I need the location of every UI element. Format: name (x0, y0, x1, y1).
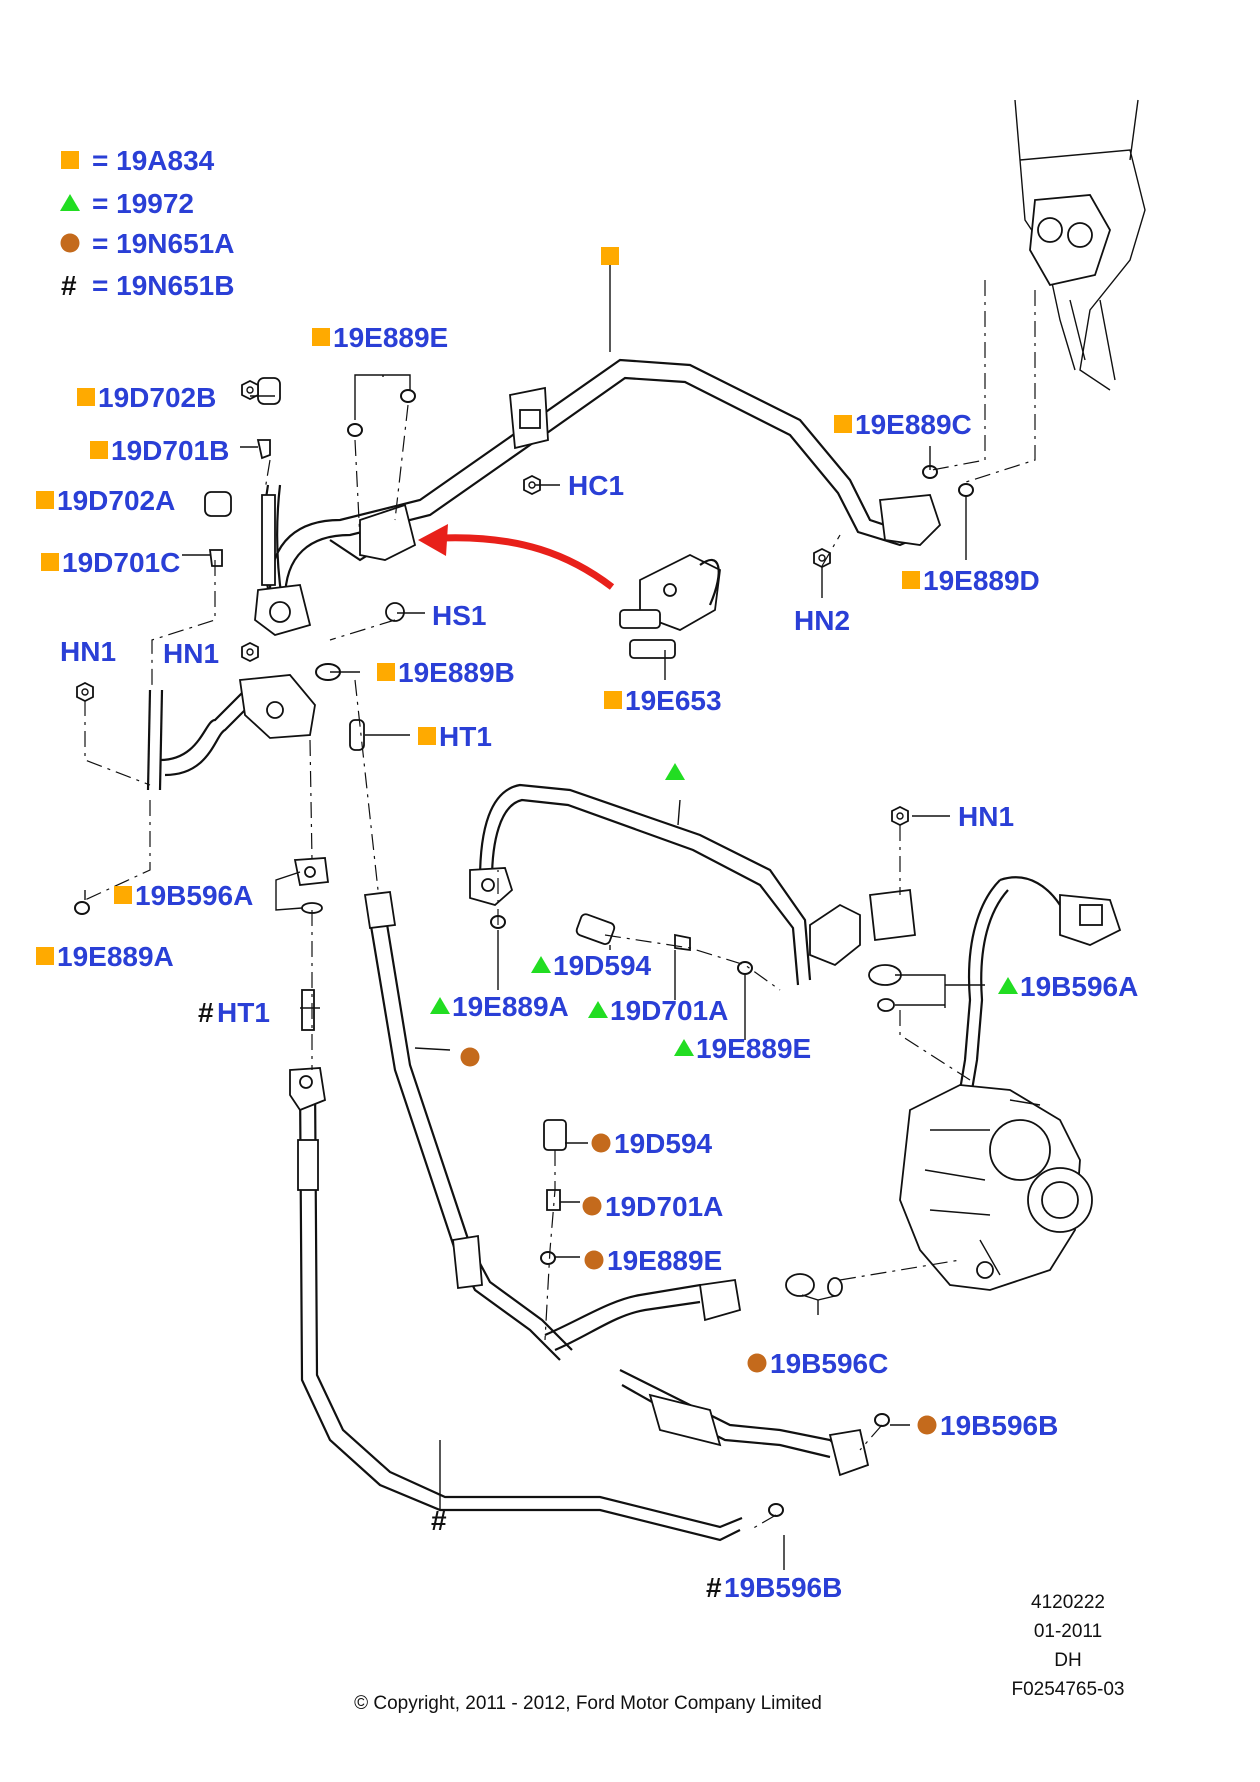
label-19d702a[interactable]: 19D702A (57, 485, 175, 516)
label-19e889e-tri[interactable]: 19E889E (696, 1033, 811, 1064)
label-19e889e-circ[interactable]: 19E889E (607, 1245, 722, 1276)
label-19d594-circ[interactable]: 19D594 (614, 1128, 713, 1159)
label-hc1[interactable]: HC1 (568, 470, 624, 501)
label-19d702b[interactable]: 19D702B (98, 382, 216, 413)
label-hn1-right[interactable]: HN1 (958, 801, 1014, 832)
switch-19d594-circle (543, 1119, 567, 1151)
cap-19d702a (204, 491, 232, 517)
nut-hn2 (813, 548, 831, 568)
ref-date: 01-2011 (1034, 1621, 1102, 1642)
label-19d701a-circ[interactable]: 19D701A (605, 1191, 723, 1222)
label-hn1-mid[interactable]: HN1 (163, 638, 219, 669)
label-19e889b[interactable]: 19E889B (398, 657, 515, 688)
label-hs1[interactable]: HS1 (432, 600, 486, 631)
cap-19d702b (257, 377, 281, 405)
label-19d701c[interactable]: 19D701C (62, 547, 180, 578)
label-19b596b-circ[interactable]: 19B596B (940, 1410, 1058, 1441)
label-19d701a-tri[interactable]: 19D701A (610, 995, 728, 1026)
label-19e889d[interactable]: 19E889D (923, 565, 1040, 596)
label-19e889c[interactable]: 19E889C (855, 409, 972, 440)
label-19b596a-left[interactable]: 19B596A (135, 880, 253, 911)
label-19e889a-left[interactable]: 19E889A (57, 941, 174, 972)
labels: 19E889E 19D702B 19D701B 19D702A 19D701C … (36, 247, 1138, 1603)
hash-marker-19b596b: # (706, 1572, 722, 1603)
o-ring-19e889a-left (74, 901, 90, 915)
label-19b596c-circ[interactable]: 19B596C (770, 1348, 888, 1379)
o-ring-19e889d (958, 483, 974, 497)
label-19b596b-hash[interactable]: 19B596B (724, 1572, 842, 1603)
label-hn1-left[interactable]: HN1 (60, 636, 116, 667)
legend-triangle-text: = 19972 (92, 188, 194, 219)
hash-marker-pipe: # (431, 1505, 447, 1536)
legend-square-marker (61, 151, 79, 169)
label-19e653[interactable]: 19E653 (625, 685, 722, 716)
nut-hn1-left (76, 682, 94, 702)
o-ring-19b596b-circ (874, 1413, 890, 1427)
label-19d594-tri[interactable]: 19D594 (553, 950, 652, 981)
legend-circle-text: = 19N651A (92, 228, 234, 259)
legend-triangle-marker (60, 194, 80, 211)
label-hn2[interactable]: HN2 (794, 605, 850, 636)
legend-circle-marker (60, 233, 80, 253)
label-19b596a-tri[interactable]: 19B596A (1020, 971, 1138, 1002)
o-ring-19e889e-circ (540, 1251, 556, 1265)
label-ht1[interactable]: HT1 (439, 721, 492, 752)
legend-hash-marker: # (61, 270, 77, 301)
ref-figure-id: F0254765-03 (1011, 1679, 1124, 1700)
ref-code: DH (1054, 1650, 1081, 1671)
reference-block: 4120222 01-2011 DH F0254765-03 (1011, 1592, 1124, 1700)
label-19d701b[interactable]: 19D701B (111, 435, 229, 466)
label-ht1-hash[interactable]: HT1 (217, 997, 270, 1028)
label-19e889a-tri[interactable]: 19E889A (452, 991, 569, 1022)
copyright-notice: © Copyright, 2011 - 2012, Ford Motor Com… (354, 1693, 822, 1714)
legend-square-text: = 19A834 (92, 145, 215, 176)
nut-hn1-mid (241, 642, 259, 662)
o-ring-19b596b-hash (768, 1503, 784, 1517)
legend-hash-text: = 19N651B (92, 270, 234, 301)
ref-number: 4120222 (1031, 1592, 1105, 1613)
o-ring-19e889e-left (347, 423, 363, 437)
pipe-drawing (74, 99, 1146, 1570)
clip-ht1 (349, 719, 365, 751)
nut-hn1-right (891, 806, 909, 826)
legend: = 19A834 = 19972 = 19N651A # = 19N651B (60, 145, 234, 301)
o-ring-19e889e-right (400, 389, 416, 403)
hash-marker-ht1: # (198, 997, 214, 1028)
label-19e889e-top[interactable]: 19E889E (333, 322, 448, 353)
